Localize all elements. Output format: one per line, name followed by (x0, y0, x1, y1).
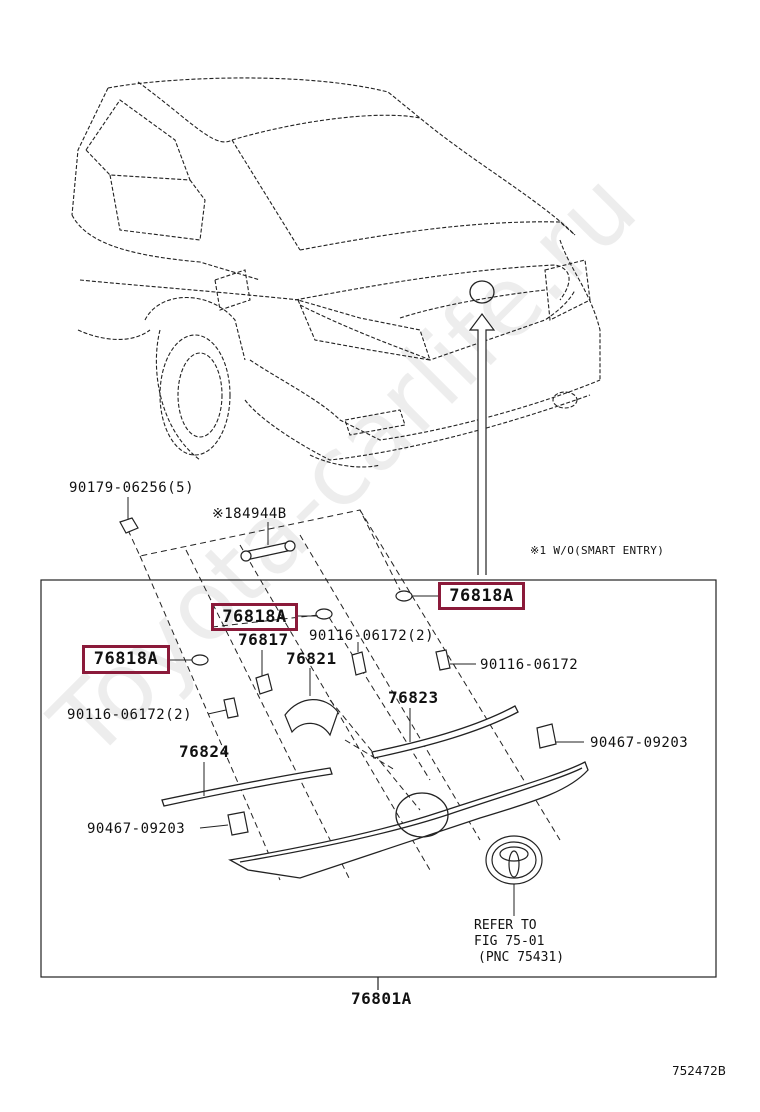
refer-line-1: REFER TO (474, 918, 537, 933)
dashed-guides (127, 509, 561, 881)
label-76823: 76823 (388, 688, 439, 707)
leader-lines (127, 497, 584, 916)
garnish-emblem-ring (395, 792, 449, 838)
refer-line-3: (PNC 75431) (478, 950, 565, 965)
label-90467-09203-left: 90467-09203 (87, 821, 186, 837)
location-arrow (468, 313, 496, 575)
label-90116-06172-right: 90116-06172 (480, 657, 579, 673)
note-smart-entry: ※1 W/O(SMART ENTRY) (530, 544, 665, 557)
highlight-76818a-left[interactable]: 76818A (82, 645, 170, 674)
highlight-76818a-mid[interactable]: 76818A (211, 603, 298, 631)
garnish-strips (161, 705, 589, 879)
label-90116-06172-left: 90116-06172(2) (67, 707, 193, 723)
car-rear-illustration (71, 77, 601, 468)
label-90179-06256: 90179-06256(5) (69, 480, 195, 496)
label-84944b: ※184944B (212, 506, 287, 522)
label-76818a-top: 76818A (449, 586, 514, 606)
label-76817: 76817 (238, 630, 289, 649)
label-76818a-mid: 76818A (222, 607, 287, 627)
toyota-emblem-icon (485, 835, 543, 885)
label-76818a-left: 76818A (93, 649, 159, 669)
label-76801a: 76801A (351, 989, 412, 1008)
highlight-76818a-top[interactable]: 76818A (438, 582, 525, 610)
figure-id: 752472B (672, 1064, 727, 1078)
label-76824: 76824 (179, 742, 230, 761)
small-parts (119, 517, 557, 836)
label-76821: 76821 (286, 649, 337, 668)
label-90116-06172-mid: 90116-06172(2) (309, 628, 435, 644)
trunk-emblem-ring (469, 280, 495, 304)
refer-line-2: FIG 75-01 (474, 934, 545, 949)
label-90467-09203-right: 90467-09203 (590, 735, 689, 751)
